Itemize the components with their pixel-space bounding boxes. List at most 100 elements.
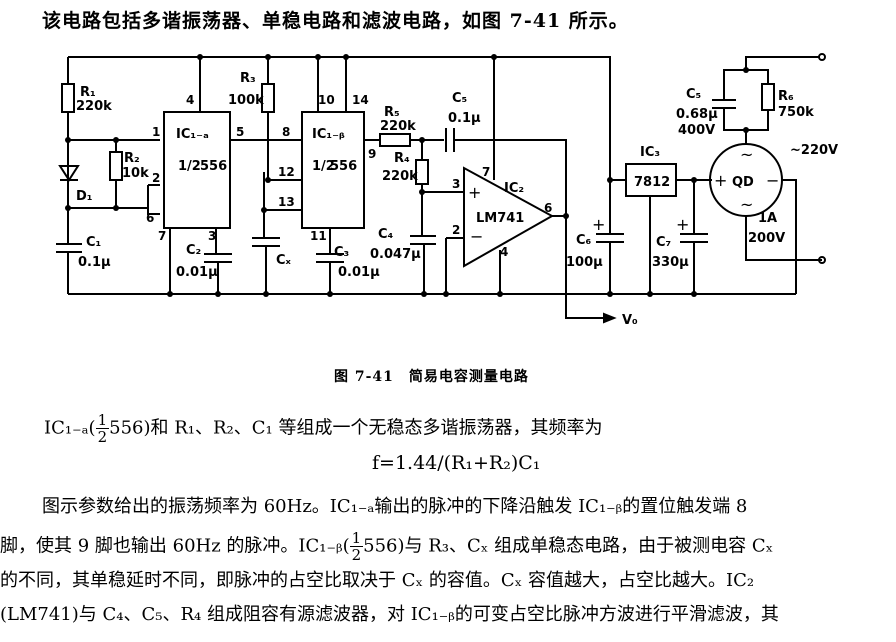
capacitor-c2: [204, 253, 232, 294]
p3-suffix: 556)与 R₃、Cₓ 组成单稳态电路，由于被测电容 Cₓ: [363, 535, 774, 557]
label-c1: C₁: [86, 235, 101, 250]
label-c3: C₃: [334, 245, 349, 260]
label-ic1a-half: 1/2: [178, 159, 201, 174]
opamp-pin-2: 2: [452, 223, 460, 237]
resistor-r6: [761, 83, 775, 111]
intro-text: 该电路包括多谐振荡器、单稳电路和滤波电路，如图 7-41 所示。: [42, 10, 629, 32]
terminal-top: [818, 53, 826, 61]
opamp-pin-3: 3: [452, 177, 460, 191]
label-ic3-name: 7812: [634, 175, 670, 190]
label-ic1a: IC₁₋ₐ: [176, 127, 209, 142]
pin-2: 2: [152, 171, 160, 185]
opamp-triangle: [463, 166, 555, 268]
symbol-plus-bridge: +: [714, 171, 727, 190]
p1-suffix: 556)和 R₁、R₂、C₁ 等组成一个无稳态多谐振荡器，其频率为: [109, 417, 603, 439]
label-c5b-value: 0.68μ: [676, 107, 718, 122]
frequency-formula: f=1.44/(R₁+R₂)C₁: [372, 452, 541, 474]
terminal-bottom: [818, 256, 826, 264]
label-ic1b: IC₁₋ᵦ: [312, 127, 345, 142]
opamp-pin-6: 6: [544, 201, 552, 215]
label-ic1b-num: 556: [330, 159, 357, 174]
label-c2: C₂: [186, 243, 201, 258]
label-c4-value: 0.047μ: [370, 247, 421, 262]
label-ic2: IC₂: [504, 181, 524, 196]
label-r2-value: 10k: [122, 166, 149, 181]
pin-1: 1: [152, 125, 160, 139]
wire-top-rail: [68, 56, 611, 180]
symbol-minus-bridge: −: [766, 171, 779, 190]
label-ic2-name: LM741: [476, 211, 524, 226]
paragraph-2: 图示参数给出的振荡频率为 60Hz。IC₁₋ₐ输出的脉冲的下降沿触发 IC₁₋ᵦ…: [42, 496, 748, 517]
circuit-diagram: R₁ 220k R₂ 10k D₁ C₁ 0.1μ IC₁₋ₐ 1/2 556 …: [56, 53, 838, 328]
label-r4: R₄: [394, 151, 410, 166]
resistor-r5: [379, 133, 411, 147]
label-r6-value: 750k: [778, 105, 814, 120]
figure-caption: 图 7-41 简易电容测量电路: [334, 369, 529, 385]
pin-8: 8: [282, 125, 290, 139]
label-r4-value: 220k: [382, 169, 418, 184]
pin-3: 3: [208, 229, 216, 243]
pin-9: 9: [368, 147, 376, 161]
symbol-plus-opamp: +: [468, 183, 481, 202]
capacitor-c3: [316, 253, 344, 294]
label-ic1b-half: 1/2: [312, 159, 335, 174]
capacitor-c7: [680, 233, 708, 294]
capacitor-c1: [56, 243, 82, 294]
label-c7: C₇: [656, 235, 671, 250]
capacitor-c5b: [712, 99, 736, 130]
label-r5-value: 220k: [380, 119, 416, 134]
symbol-plus-c6: +: [592, 215, 605, 234]
resistor-r1: [61, 83, 75, 113]
resistor-r2: [109, 151, 123, 181]
label-fuse: 1A: [758, 211, 777, 226]
capacitor-c4: [410, 235, 436, 294]
label-d1: D₁: [76, 189, 93, 204]
label-c5b-voltage: 400V: [678, 123, 715, 138]
label-ac: ~220V: [790, 143, 838, 158]
label-c6: C₆: [576, 233, 592, 248]
capacitor-c6: [596, 233, 624, 294]
label-c1-value: 0.1μ: [78, 255, 111, 270]
pin-5: 5: [236, 125, 244, 139]
pin-14: 14: [352, 93, 369, 107]
label-fuse-voltage: 200V: [748, 231, 785, 246]
label-c3-value: 0.01μ: [338, 265, 380, 280]
pin-7: 7: [158, 229, 166, 243]
opamp-pin-7: 7: [482, 165, 490, 179]
label-cx: Cₓ: [276, 253, 292, 268]
label-r3: R₃: [240, 71, 256, 86]
symbol-tilde-top: ~: [740, 145, 753, 164]
label-r3-value: 100k: [228, 93, 264, 108]
pin-10: 10: [318, 93, 335, 107]
label-qd: QD: [732, 175, 754, 190]
p3-prefix: 脚，使其 9 脚也输出 60Hz 的脉冲。IC₁₋ᵦ(: [0, 535, 350, 557]
pin-13: 13: [278, 195, 295, 209]
label-c2-value: 0.01μ: [176, 265, 218, 280]
symbol-tilde-bottom: ~: [740, 195, 753, 214]
ic1b-box: [301, 111, 365, 229]
capacitor-c5: [445, 128, 567, 216]
label-r5: R₅: [384, 105, 400, 120]
label-r2: R₂: [124, 151, 140, 166]
label-ic1a-num: 556: [200, 159, 227, 174]
pin-6: 6: [146, 211, 154, 225]
label-c4: C₄: [378, 227, 394, 242]
resistor-r4: [415, 159, 429, 185]
paragraph-4: 的不同，其单稳延时不同，即脉冲的占空比取决于 Cₓ 的容值。Cₓ 容值越大，占空…: [0, 570, 755, 591]
label-r6: R₆: [778, 89, 794, 104]
paragraph-5: (LM741)与 C₄、C₅、R₄ 组成阻容有源滤波器，对 IC₁₋ᵦ的可变占空…: [0, 604, 779, 625]
label-c7-value: 330μ: [652, 255, 689, 270]
label-c6-value: 100μ: [566, 255, 603, 270]
label-r1-value: 220k: [76, 99, 112, 114]
label-c5-value: 0.1μ: [448, 111, 481, 126]
pin-4: 4: [186, 93, 194, 107]
pin-11: 11: [310, 229, 327, 243]
symbol-plus-c7: +: [676, 215, 689, 234]
ic1a-box: [163, 111, 231, 229]
symbol-minus-opamp: −: [470, 227, 483, 246]
resistor-r3: [261, 83, 275, 113]
label-vo: V₀: [622, 313, 638, 328]
